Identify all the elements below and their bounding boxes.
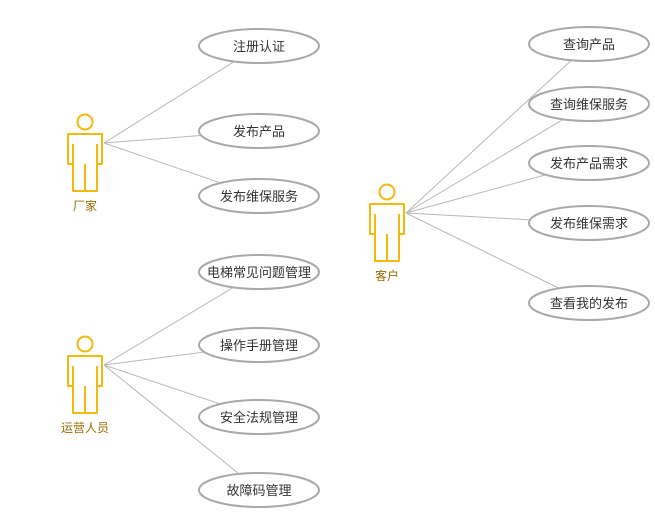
use-case-label: 注册认证 [233,40,285,55]
actor-label: 厂家 [73,198,97,213]
use-case-label: 操作手册管理 [220,338,298,354]
use-case[interactable]: 注册认证 [198,28,320,64]
use-case-ellipse [528,145,650,181]
actor-icon [67,113,103,192]
associations [103,43,590,491]
association-line [405,43,590,214]
use-case[interactable]: 电梯常见问题管理 [198,254,320,290]
use-case-label: 查看我的发布 [550,296,628,312]
use-case-ellipse [198,327,320,363]
use-case-ellipse [198,178,320,214]
use-case-label: 故障码管理 [226,484,291,499]
actor-label: 客户 [375,268,399,283]
use-case-ellipse [198,254,320,290]
actor-label: 运营人员 [61,421,109,435]
use-case-label: 发布维保服务 [220,189,298,205]
association-line [405,103,590,214]
use-case[interactable]: 发布维保服务 [198,178,320,214]
use-case[interactable]: 查询维保服务 [528,86,650,122]
use-case-ellipse [198,472,320,508]
use-case-ellipse [528,26,650,62]
use-case[interactable]: 发布维保需求 [528,205,650,241]
use-case-label: 发布产品需求 [550,156,628,172]
use-case-label: 发布维保需求 [550,216,628,232]
use-case-label: 发布产品 [233,124,285,140]
actor-operator[interactable]: 运营人员 [61,335,109,436]
use-case[interactable]: 查询产品 [528,26,650,62]
actor-icon [369,183,405,262]
association-line [103,364,260,491]
use-case[interactable]: 发布产品需求 [528,145,650,181]
use-case-ellipse [528,205,650,241]
actor-icon [67,335,103,414]
use-case[interactable]: 安全法规管理 [198,399,320,435]
actor-manufacturer[interactable]: 厂家 [67,113,103,214]
use-case-label: 查询产品 [563,38,615,53]
use-case-ellipse [528,86,650,122]
use-case-label: 安全法规管理 [220,410,298,426]
use-case[interactable]: 操作手册管理 [198,327,320,363]
use-case-label: 电梯常见问题管理 [207,266,311,281]
use-case[interactable]: 查看我的发布 [528,285,650,321]
use-case-ellipse [198,28,320,64]
use-case-ellipse [198,113,320,149]
use-case[interactable]: 发布产品 [198,113,320,149]
use-case-label: 查询维保服务 [550,97,628,113]
use-case-ellipse [198,399,320,435]
actor-customer[interactable]: 客户 [369,183,405,284]
use-case-ellipse [528,285,650,321]
use-case[interactable]: 故障码管理 [198,472,320,508]
